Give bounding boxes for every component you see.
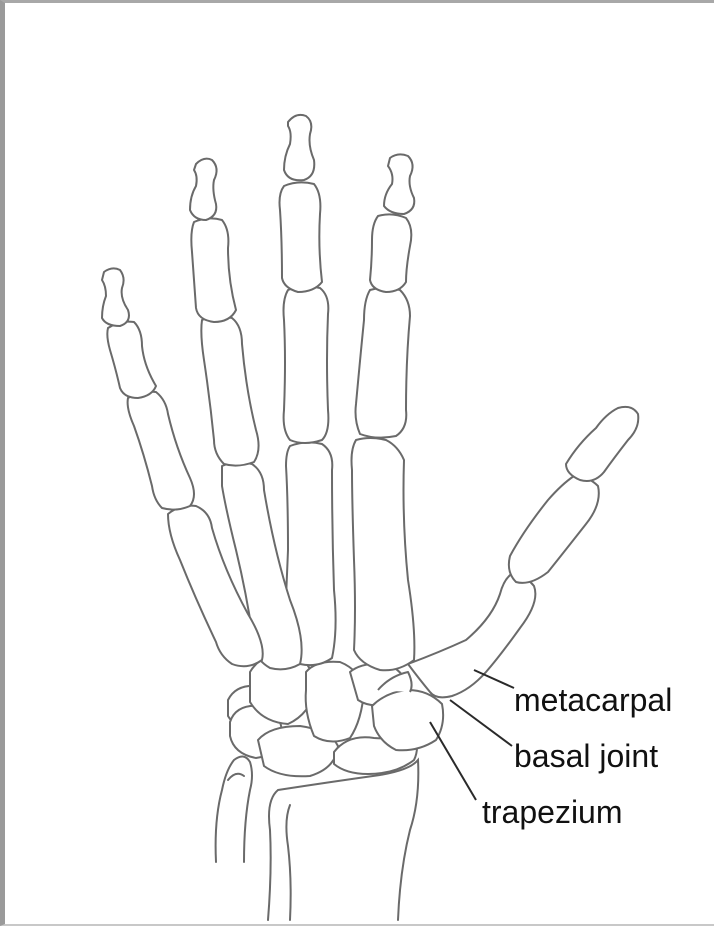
- middle-finger-bones: [280, 115, 336, 665]
- middle-proximal-phalanx: [284, 286, 329, 443]
- little-distal-phalanx: [102, 268, 129, 326]
- radius-bone-inner: [286, 805, 290, 920]
- trapezium-bone: [372, 690, 443, 750]
- ulna-bone-edge: [228, 774, 244, 780]
- carpal-bones: [228, 652, 443, 776]
- thumb-bones: [408, 407, 638, 697]
- index-metacarpal-bone: [352, 438, 415, 670]
- ring-middle-phalanx: [191, 218, 236, 322]
- thumb-distal-phalanx: [566, 407, 638, 481]
- trapezium-leader-line: [430, 722, 476, 800]
- middle-middle-phalanx: [280, 182, 323, 292]
- index-distal-phalanx: [384, 154, 414, 214]
- little-proximal-phalanx: [128, 392, 194, 510]
- little-middle-phalanx: [107, 322, 156, 398]
- index-finger-bones: [352, 154, 415, 670]
- forearm-bones: [216, 756, 419, 920]
- thumb-metacarpal-bone: [408, 572, 535, 697]
- index-proximal-phalanx: [356, 288, 411, 438]
- middle-distal-phalanx: [284, 115, 314, 180]
- ulna-bone: [216, 756, 252, 862]
- ring-distal-phalanx: [190, 159, 217, 220]
- thumb-proximal-phalanx: [509, 476, 599, 583]
- ring-proximal-phalanx: [201, 316, 258, 465]
- basal-joint-label: basal joint: [514, 740, 658, 772]
- metacarpal-label: metacarpal: [514, 684, 672, 716]
- basal-joint-leader-line: [450, 700, 512, 746]
- index-middle-phalanx: [370, 214, 411, 292]
- trapezium-label: trapezium: [482, 796, 623, 828]
